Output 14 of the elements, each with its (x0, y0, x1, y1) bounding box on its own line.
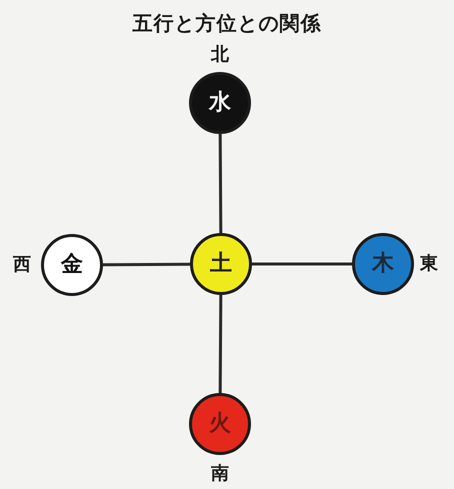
connector-line (102, 262, 190, 266)
direction-label: 西 (13, 256, 31, 274)
element-label: 土 (210, 253, 232, 275)
direction-label: 北 (211, 46, 229, 64)
direction-label: 東 (420, 255, 438, 273)
connector-line (218, 294, 222, 394)
diagram-title: 五行と方位との関係 (132, 11, 322, 35)
connector-line (218, 134, 222, 233)
direction-label: 南 (211, 465, 229, 483)
element-label: 木 (372, 253, 394, 275)
element-label: 金 (61, 254, 83, 276)
element-label: 水 (209, 92, 231, 114)
element-label: 火 (209, 413, 231, 435)
connector-line (252, 262, 352, 266)
